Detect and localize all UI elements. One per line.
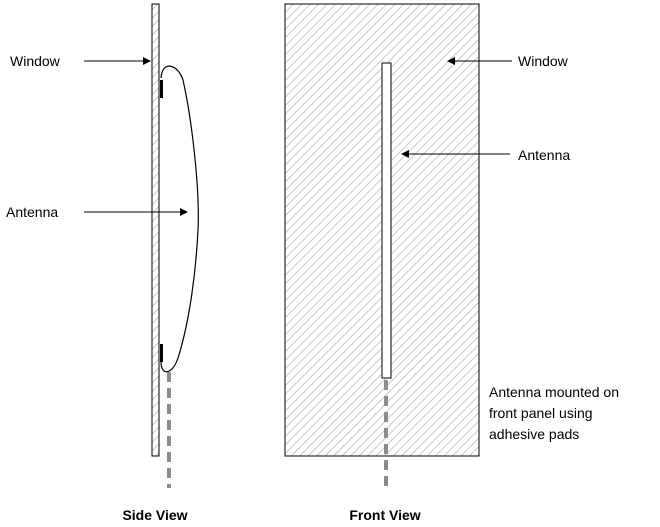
side-window-label: Window: [10, 53, 61, 69]
mounting-note-line-1: Antenna mounted on: [489, 384, 619, 400]
mounting-note-line-2: front panel using: [489, 405, 593, 421]
front-antenna-label: Antenna: [518, 147, 570, 163]
side-window-panel: [152, 4, 159, 456]
front-antenna-body: [382, 63, 391, 378]
front-view: Window Antenna Antenna mounted on front …: [285, 4, 619, 523]
front-window-label: Window: [518, 53, 569, 69]
mounting-note-line-3: adhesive pads: [489, 426, 579, 442]
side-adhesive-pad-top: [160, 80, 163, 98]
side-view-caption: Side View: [122, 507, 187, 523]
side-view: Window Antenna Side View: [6, 4, 198, 523]
front-view-caption: Front View: [349, 507, 420, 523]
side-antenna-outline: [161, 66, 198, 372]
side-antenna-label: Antenna: [6, 204, 58, 220]
side-adhesive-pad-bottom: [160, 344, 163, 362]
